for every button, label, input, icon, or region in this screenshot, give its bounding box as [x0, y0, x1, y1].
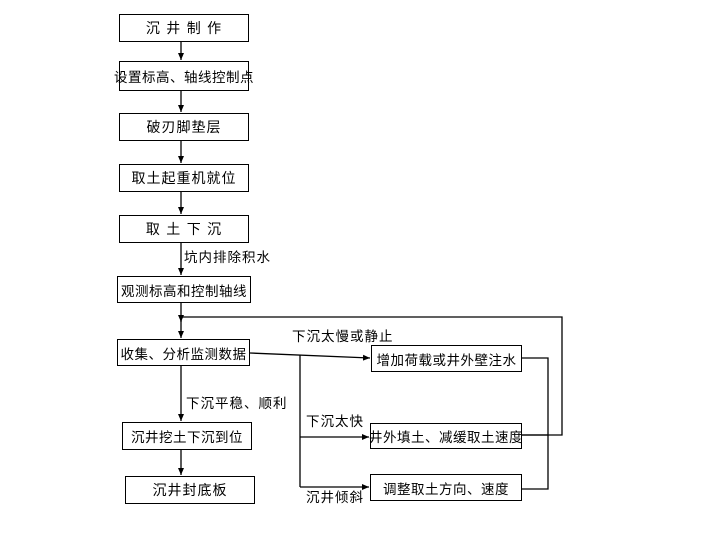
step-label: 沉井封底板 [152, 483, 228, 499]
step-observe-elevation: 观测标高和控制轴线 [117, 276, 251, 303]
step-collect-data: 收集、分析监测数据 [117, 339, 250, 366]
step-sink-complete: 沉井挖土下沉到位 [122, 422, 252, 450]
step-label: 破刃脚垫层 [146, 120, 222, 136]
label-too-slow: 下沉太慢或静止 [292, 329, 394, 345]
step-crane-position: 取土起重机就位 [119, 164, 249, 192]
step-label: 沉 井 制 作 [145, 21, 223, 37]
label-stable: 下沉平稳、顺利 [186, 396, 288, 412]
label-drain-water: 坑内排除积水 [184, 250, 271, 266]
step-label: 沉井挖土下沉到位 [131, 430, 243, 446]
step-label: 观测标高和控制轴线 [121, 283, 247, 300]
step-label: 设置标高、轴线控制点 [114, 70, 254, 86]
step-set-control-points: 设置标高、轴线控制点 [114, 61, 254, 91]
remedy-add-load: 增加荷载或井外壁注水 [371, 345, 522, 372]
remedy-adjust-direction: 调整取土方向、速度 [370, 474, 522, 501]
feedback-r1 [522, 357, 549, 436]
remedy-label: 调整取土方向、速度 [383, 481, 509, 498]
label-too-fast: 下沉太快 [306, 414, 364, 430]
label-tilt: 沉井倾斜 [306, 490, 364, 506]
step-label: 收集、分析监测数据 [120, 346, 247, 363]
feedback-loop [178, 315, 563, 436]
step-seal-bottom: 沉井封底板 [125, 476, 255, 504]
remedy-backfill: 井外填土、减缓取土速度 [369, 423, 523, 449]
remedy-label: 增加荷载或井外壁注水 [376, 352, 517, 369]
feedback-r3 [522, 435, 549, 490]
branch-line [249, 352, 371, 361]
remedy-label: 井外填土、减缓取土速度 [369, 430, 523, 446]
step-label: 取土起重机就位 [131, 171, 237, 187]
step-label: 取 土 下 沉 [145, 222, 223, 238]
step-sink-fabrication: 沉 井 制 作 [119, 14, 249, 42]
step-excavate-sink: 取 土 下 沉 [119, 215, 249, 243]
step-break-cushion: 破刃脚垫层 [119, 113, 249, 141]
